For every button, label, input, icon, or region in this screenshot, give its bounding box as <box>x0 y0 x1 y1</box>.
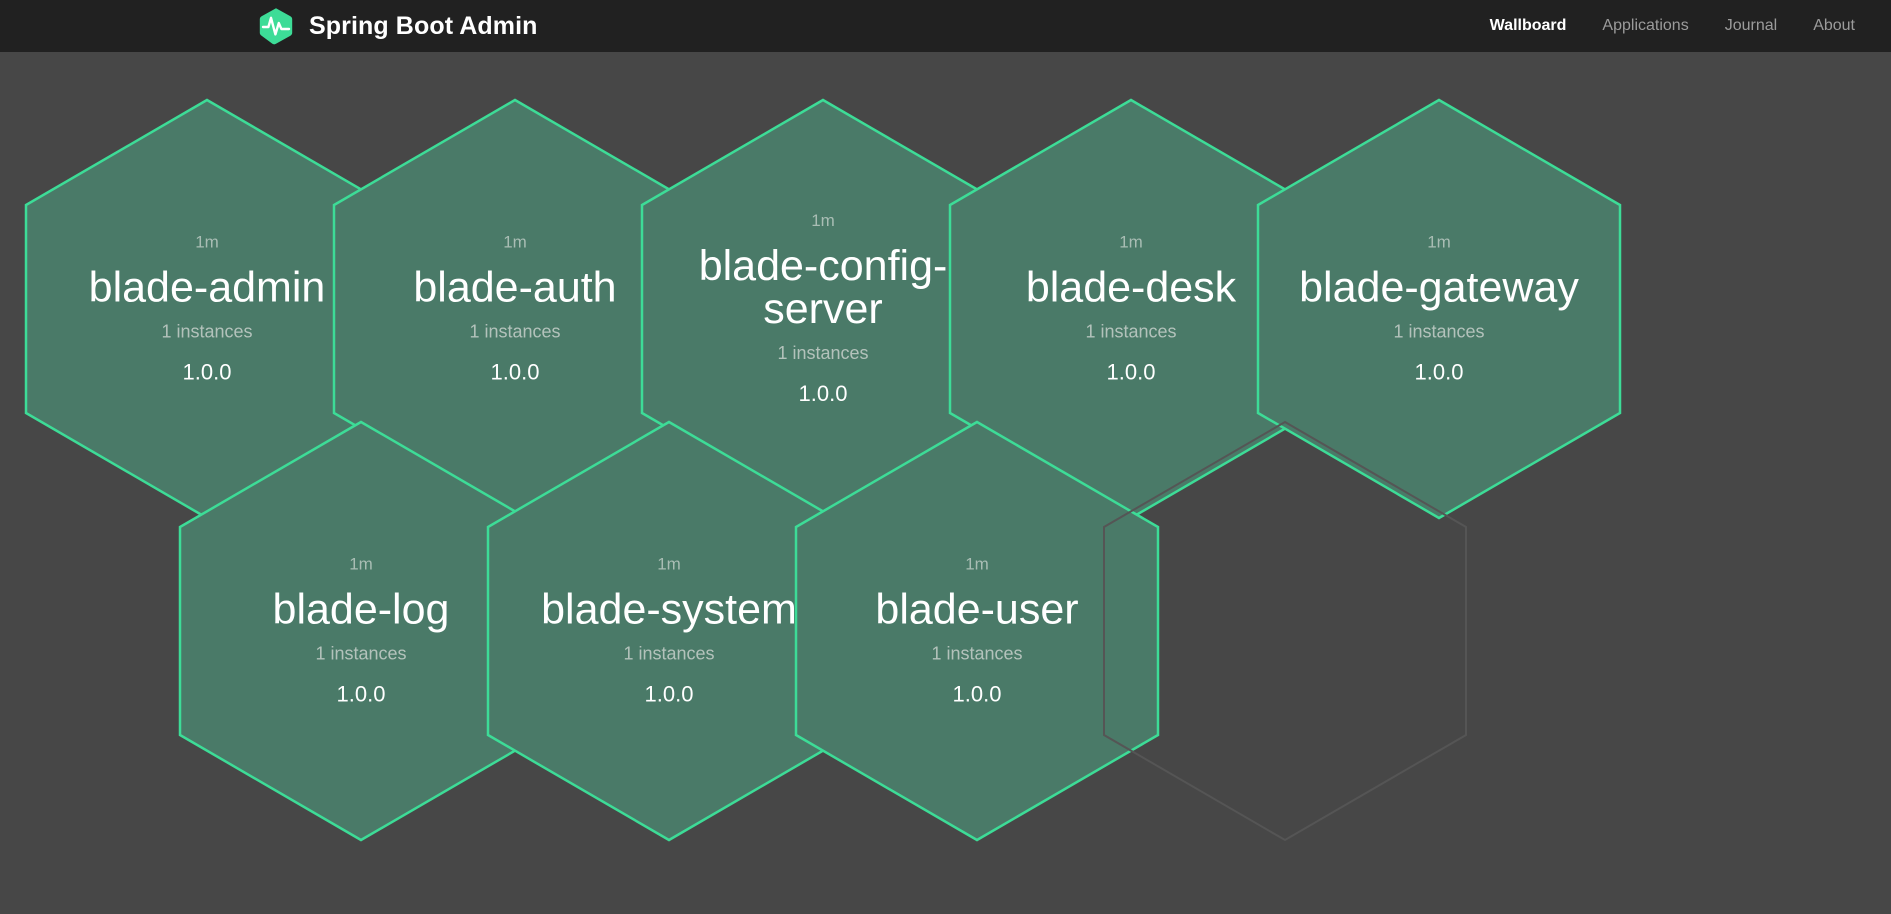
wallboard: 1m blade-admin 1 instances 1.0.0 1m blad… <box>0 52 1891 914</box>
brand-home-link[interactable]: Spring Boot Admin <box>255 5 538 47</box>
hexagon-shape <box>794 420 1160 842</box>
top-navbar: Spring Boot Admin Wallboard Applications… <box>0 0 1891 52</box>
hexagon-grid: 1m blade-admin 1 instances 1.0.0 1m blad… <box>0 52 1891 914</box>
heartbeat-hexagon-icon <box>255 5 297 47</box>
nav-link-applications[interactable]: Applications <box>1602 17 1689 34</box>
brand-title: Spring Boot Admin <box>309 11 538 40</box>
nav-link-about[interactable]: About <box>1813 17 1855 34</box>
hexagon-shape <box>1256 98 1622 520</box>
nav-link-wallboard[interactable]: Wallboard <box>1489 17 1567 34</box>
empty-hexagon-placeholder <box>1102 420 1468 842</box>
hexagon-outline-shape <box>1103 420 1467 842</box>
nav-link-journal[interactable]: Journal <box>1724 17 1778 34</box>
main-navigation: Wallboard Applications Journal About <box>1490 17 1855 35</box>
